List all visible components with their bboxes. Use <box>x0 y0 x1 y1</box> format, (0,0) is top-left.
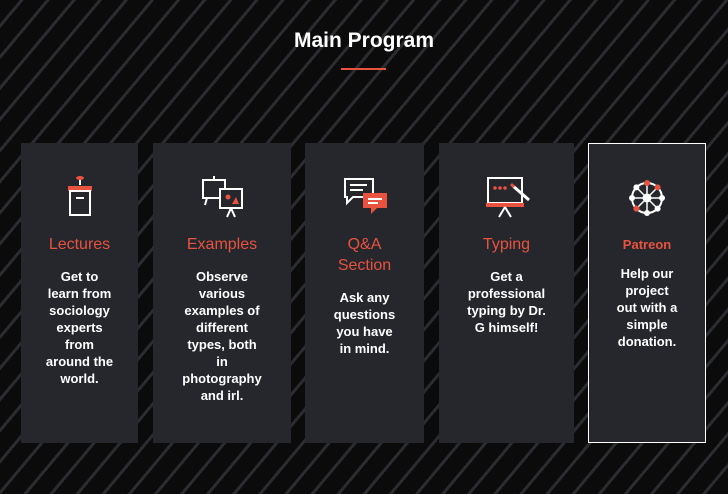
card-title-patreon: Patreon <box>622 237 672 252</box>
program-card-examples[interactable]: Examples Observe various examples of dif… <box>153 143 291 443</box>
card-text-lectures: Get to learn from sociology experts from… <box>45 269 114 386</box>
card-text-qa-section: Ask any questions you have in mind. <box>333 290 396 356</box>
card-text-typing: Get a professional typing by Dr. G himse… <box>467 269 546 335</box>
network-hub-icon <box>623 174 671 222</box>
card-title-qa-section: Q&A Section <box>337 236 392 274</box>
chat-bubbles-icon <box>341 173 389 221</box>
program-card-lectures[interactable]: Lectures Get to learn from sociology exp… <box>21 143 138 443</box>
presentation-board-icon <box>198 173 246 221</box>
card-title-examples: Examples <box>186 236 258 253</box>
program-card-patreon[interactable]: Patreon Help our project out with a simp… <box>588 143 706 443</box>
card-text-examples: Observe various examples of different ty… <box>182 269 262 403</box>
program-card-qa-section[interactable]: Q&A Section Ask any questions you have i… <box>305 143 424 443</box>
card-title-typing: Typing <box>482 236 531 253</box>
section-title: Main Program <box>293 29 435 52</box>
title-underline <box>341 68 386 70</box>
card-title-lectures: Lectures <box>48 236 111 253</box>
program-card-typing[interactable]: Typing Get a professional typing by Dr. … <box>439 143 574 443</box>
podium-icon <box>56 173 104 221</box>
whiteboard-icon <box>483 173 531 221</box>
card-text-patreon: Help our project out with a simple donat… <box>616 266 678 349</box>
